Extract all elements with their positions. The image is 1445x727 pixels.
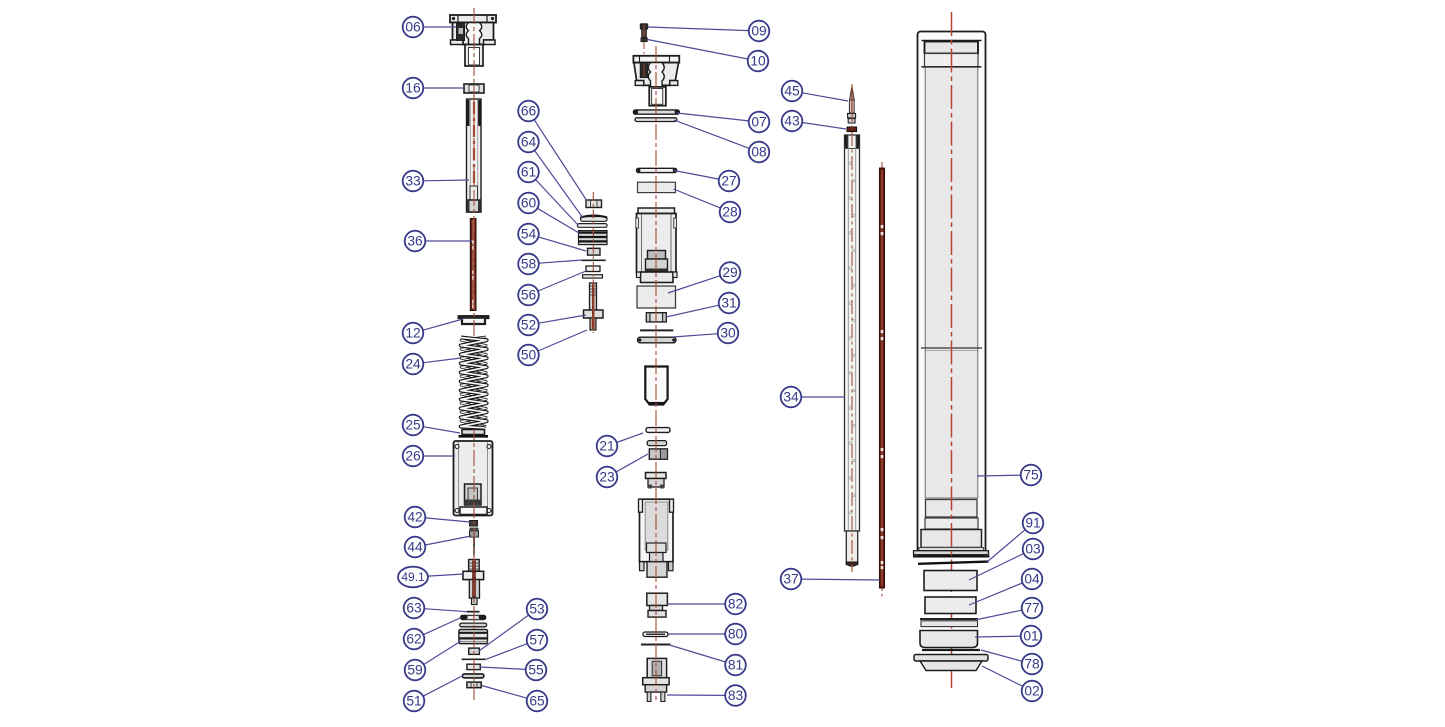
svg-text:81: 81 [728,658,743,673]
svg-text:57: 57 [529,633,544,648]
svg-text:03: 03 [1025,542,1041,557]
svg-text:83: 83 [728,688,744,703]
svg-text:56: 56 [521,288,537,303]
svg-text:58: 58 [521,257,537,272]
svg-text:78: 78 [1024,657,1040,672]
svg-text:55: 55 [528,663,544,678]
svg-text:36: 36 [407,234,423,249]
svg-text:77: 77 [1024,601,1039,616]
svg-text:23: 23 [599,470,615,485]
svg-text:29: 29 [722,265,738,280]
svg-text:01: 01 [1023,629,1038,644]
svg-text:51: 51 [406,694,421,709]
svg-text:60: 60 [521,196,537,211]
svg-text:04: 04 [1024,572,1040,587]
svg-text:45: 45 [784,84,800,99]
svg-text:37: 37 [783,572,798,587]
svg-text:08: 08 [751,145,767,160]
svg-text:44: 44 [407,540,423,555]
svg-text:25: 25 [405,418,421,433]
svg-text:02: 02 [1024,684,1039,699]
svg-text:82: 82 [728,597,743,612]
svg-text:63: 63 [406,601,422,616]
svg-text:54: 54 [521,227,537,242]
svg-text:06: 06 [405,20,421,35]
svg-text:43: 43 [784,114,800,129]
svg-text:21: 21 [599,439,614,454]
svg-text:34: 34 [783,390,799,405]
svg-text:33: 33 [405,174,421,189]
svg-text:09: 09 [751,24,767,39]
svg-text:49.1: 49.1 [401,570,425,584]
svg-text:50: 50 [521,348,537,363]
svg-text:64: 64 [521,135,537,150]
svg-text:31: 31 [721,296,736,311]
svg-text:65: 65 [529,694,545,709]
svg-text:12: 12 [405,326,420,341]
svg-text:42: 42 [407,510,422,525]
svg-text:10: 10 [750,54,766,69]
svg-text:62: 62 [406,632,421,647]
svg-text:53: 53 [529,602,545,617]
svg-text:07: 07 [751,115,766,130]
svg-text:52: 52 [521,318,536,333]
svg-text:59: 59 [407,663,423,678]
svg-text:24: 24 [405,357,421,372]
svg-text:27: 27 [721,174,736,189]
svg-text:91: 91 [1025,516,1040,531]
svg-text:80: 80 [728,627,744,642]
svg-text:28: 28 [722,205,738,220]
svg-text:66: 66 [521,104,537,119]
svg-text:61: 61 [521,165,536,180]
svg-text:30: 30 [720,326,736,341]
svg-text:26: 26 [405,449,421,464]
svg-text:75: 75 [1023,468,1039,483]
svg-text:16: 16 [405,81,421,96]
